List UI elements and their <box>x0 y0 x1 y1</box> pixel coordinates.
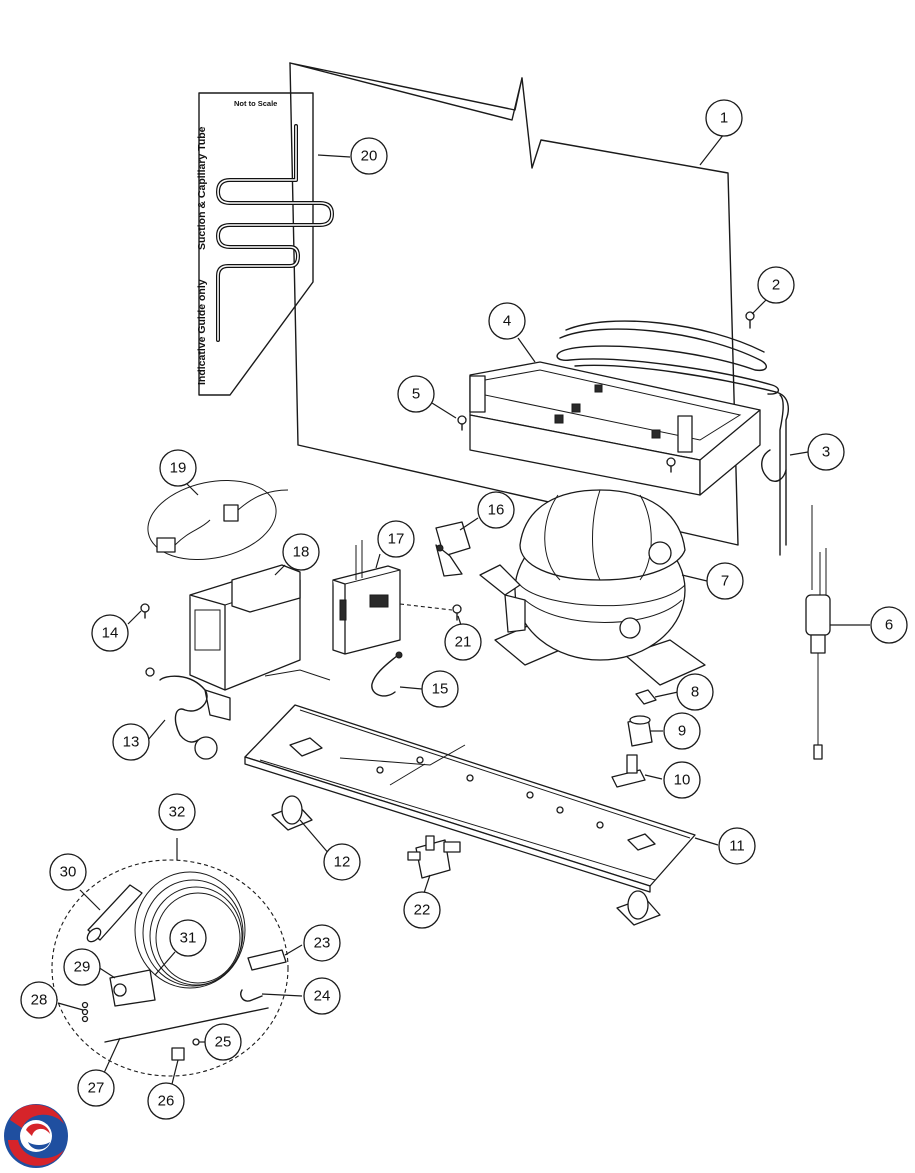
callout-18: 18 <box>282 533 320 571</box>
callout-17: 17 <box>377 520 415 558</box>
callouts: 1 2 3 4 5 6 7 8 9 10 11 12 13 14 15 16 1… <box>20 99 908 1120</box>
svg-text:17: 17 <box>388 531 405 548</box>
svg-text:13: 13 <box>123 734 140 751</box>
callout-26: 26 <box>147 1082 185 1120</box>
wiring-harness <box>147 479 289 561</box>
filter-drier <box>805 505 831 760</box>
callout-22: 22 <box>403 891 441 929</box>
svg-text:21: 21 <box>455 634 472 651</box>
svg-text:26: 26 <box>158 1093 175 1110</box>
callout-27: 27 <box>77 1069 115 1107</box>
svg-text:11: 11 <box>729 838 745 855</box>
svg-text:23: 23 <box>314 935 331 952</box>
callout-9: 9 <box>663 712 701 750</box>
thermistor <box>159 675 218 760</box>
callout-11: 11 <box>718 827 756 865</box>
back-panel <box>289 62 739 546</box>
svg-text:25: 25 <box>215 1034 232 1051</box>
svg-text:18: 18 <box>293 544 310 561</box>
callout-32: 32 <box>158 793 196 831</box>
svg-text:32: 32 <box>169 804 186 821</box>
capillary-tube-guide: Not to Scale Suction & Capillary Tube In… <box>196 92 334 396</box>
callout-3: 3 <box>807 433 845 471</box>
svg-text:3: 3 <box>822 444 830 461</box>
callout-13: 13 <box>112 723 150 761</box>
callout-19: 19 <box>159 449 197 487</box>
drip-tray <box>469 361 761 496</box>
svg-text:10: 10 <box>674 772 691 789</box>
callout-2: 2 <box>757 266 795 304</box>
callout-30: 30 <box>49 853 87 891</box>
svg-text:24: 24 <box>314 988 331 1005</box>
svg-text:16: 16 <box>488 502 505 519</box>
callout-25: 25 <box>204 1023 242 1061</box>
svg-text:31: 31 <box>180 930 197 947</box>
electronic-control-housing <box>189 564 331 721</box>
ground-wire <box>371 651 403 697</box>
callout-31: 31 <box>169 919 207 957</box>
svg-text:14: 14 <box>102 625 119 642</box>
svg-text:6: 6 <box>885 617 893 634</box>
svg-text:20: 20 <box>361 148 378 165</box>
svg-text:28: 28 <box>31 992 48 1009</box>
svg-text:5: 5 <box>412 386 420 403</box>
callout-23: 23 <box>303 924 341 962</box>
svg-text:4: 4 <box>503 313 511 330</box>
callout-8: 8 <box>676 673 714 711</box>
callout-1: 1 <box>705 99 743 137</box>
callout-24: 24 <box>303 977 341 1015</box>
leader-lines <box>57 133 870 1085</box>
svg-text:22: 22 <box>414 902 431 919</box>
svg-text:7: 7 <box>721 573 729 590</box>
callout-5: 5 <box>397 375 435 413</box>
tube-label: Suction & Capillary Tube <box>196 126 208 250</box>
roller-right <box>616 890 661 926</box>
condenser-coil <box>556 320 789 556</box>
svg-text:9: 9 <box>678 723 686 740</box>
svg-text:2: 2 <box>772 277 780 294</box>
guide-label: Indicative Guide only <box>196 279 208 385</box>
screw-14 <box>140 603 155 677</box>
callout-12: 12 <box>323 843 361 881</box>
svg-text:27: 27 <box>88 1080 105 1097</box>
callout-6: 6 <box>870 606 908 644</box>
control-module <box>332 540 401 655</box>
callout-28: 28 <box>20 981 58 1019</box>
mounting-sleeve <box>611 754 646 788</box>
not-to-scale-label: Not to Scale <box>234 99 277 108</box>
callout-10: 10 <box>663 761 701 799</box>
svg-text:29: 29 <box>74 959 91 976</box>
roller-left <box>271 795 313 831</box>
screw-21 <box>399 603 462 621</box>
callout-15: 15 <box>421 670 459 708</box>
start-relay <box>435 521 471 577</box>
callout-21: 21 <box>444 623 482 661</box>
svg-text:30: 30 <box>60 864 77 881</box>
callout-29: 29 <box>63 948 101 986</box>
svg-text:19: 19 <box>170 460 187 477</box>
callout-16: 16 <box>477 491 515 529</box>
base-plate <box>244 704 696 893</box>
service-kit <box>51 859 289 1077</box>
callout-4: 4 <box>488 302 526 340</box>
swirl-logo-icon <box>4 1104 68 1168</box>
callout-7: 7 <box>706 562 744 600</box>
screw-2 <box>745 311 755 329</box>
callout-20: 20 <box>350 137 388 175</box>
svg-text:1: 1 <box>720 110 728 127</box>
svg-text:12: 12 <box>334 854 351 871</box>
grommet-clip <box>635 689 657 705</box>
compressor <box>479 489 706 686</box>
water-valve <box>407 835 461 879</box>
svg-text:8: 8 <box>691 684 699 701</box>
screw-5 <box>457 415 676 473</box>
svg-text:15: 15 <box>432 681 449 698</box>
grommet <box>627 715 653 747</box>
callout-14: 14 <box>91 614 129 652</box>
